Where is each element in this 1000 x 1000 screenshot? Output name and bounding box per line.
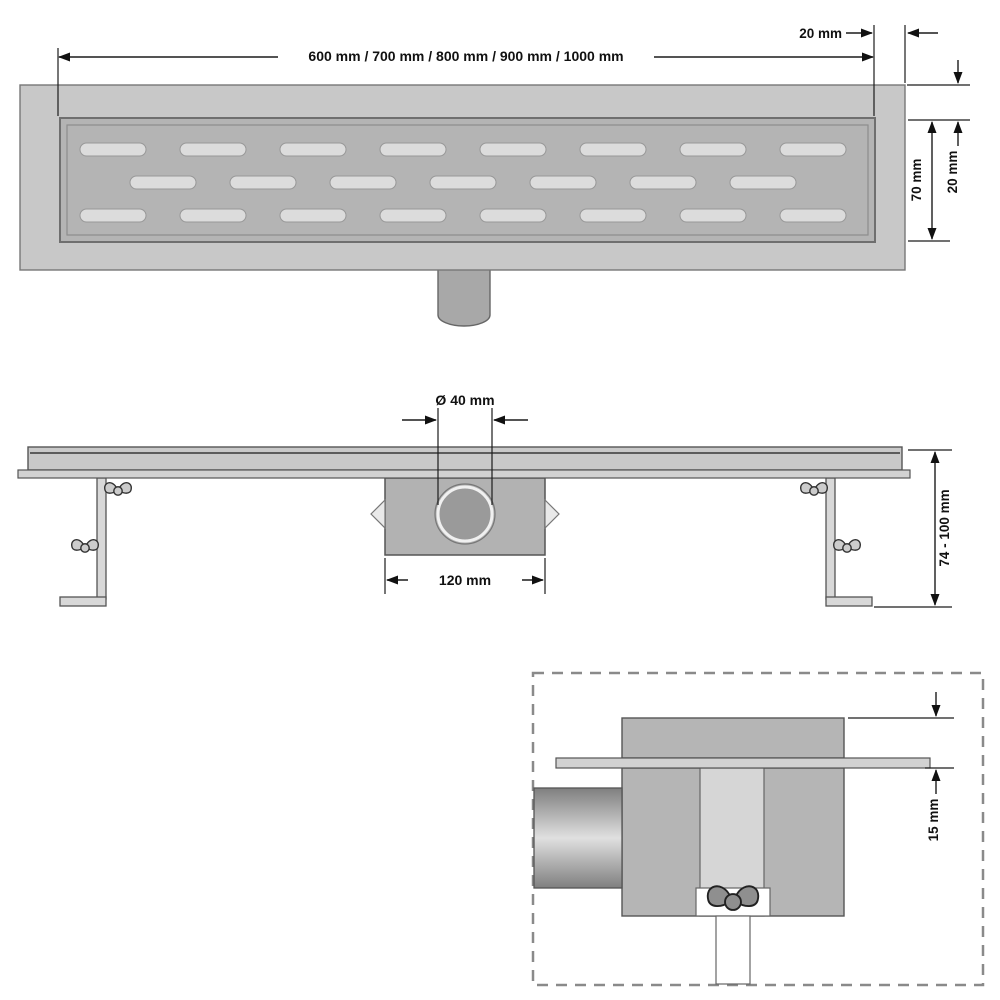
grate-slot bbox=[129, 175, 197, 190]
dim-length: 600 mm / 700 mm / 800 mm / 900 mm / 1000… bbox=[57, 25, 875, 116]
grate-height-dimension-label: 70 mm bbox=[909, 159, 924, 202]
grate-slot bbox=[579, 208, 647, 223]
grate-slot bbox=[329, 175, 397, 190]
wing-nut-icon bbox=[71, 539, 99, 553]
grate-slot bbox=[529, 175, 597, 190]
dim-grate-height: 70 mm bbox=[908, 119, 970, 242]
grate-slot bbox=[379, 142, 447, 157]
wing-nut-icon bbox=[104, 482, 132, 496]
detail-top-block bbox=[621, 717, 845, 759]
drain-grate-inset bbox=[66, 124, 869, 236]
wing-nut-icon bbox=[833, 539, 861, 553]
grate-slot bbox=[79, 142, 147, 157]
dim-flange-depth: 15 mm bbox=[848, 692, 954, 841]
grate-slot bbox=[79, 208, 147, 223]
grate-slot bbox=[279, 142, 347, 157]
dim-installation-height: 74 - 100 mm bbox=[874, 449, 952, 608]
grate-slots bbox=[79, 142, 847, 223]
dim-outlet-diameter: Ø 40 mm bbox=[402, 392, 528, 505]
detail-flange-plate bbox=[555, 757, 931, 769]
trap-width-label: 120 mm bbox=[439, 572, 491, 588]
detail-boundary bbox=[531, 671, 985, 987]
grate-slot bbox=[679, 208, 747, 223]
trap-clip-right bbox=[544, 498, 560, 530]
installation-height-label: 74 - 100 mm bbox=[937, 489, 952, 566]
grate-slot bbox=[729, 175, 797, 190]
grate-slot bbox=[629, 175, 697, 190]
grate-slot bbox=[779, 208, 847, 223]
grate-slot bbox=[379, 208, 447, 223]
foot-left bbox=[59, 477, 132, 607]
channel-profile bbox=[27, 446, 903, 471]
dim-trap-width: 120 mm bbox=[384, 558, 546, 594]
grate-slot bbox=[479, 142, 547, 157]
grate-slot bbox=[229, 175, 297, 190]
detail-view: 15 mm bbox=[531, 671, 985, 987]
trap-clip-left bbox=[370, 498, 386, 530]
grate-slot bbox=[179, 142, 247, 157]
detail-threaded-rod bbox=[715, 915, 751, 985]
flange-profile bbox=[17, 469, 911, 479]
outlet-pipe-top-view bbox=[437, 268, 491, 327]
outlet-diameter-label: Ø 40 mm bbox=[435, 392, 494, 408]
top-view: 600 mm / 700 mm / 800 mm / 900 mm / 1000… bbox=[19, 25, 970, 327]
grate-slot bbox=[279, 208, 347, 223]
outlet-circle bbox=[436, 485, 494, 543]
foot-right bbox=[800, 477, 873, 607]
grate-slot bbox=[179, 208, 247, 223]
grate-slot bbox=[479, 208, 547, 223]
edge-width-dimension-label: 20 mm bbox=[799, 26, 842, 41]
grate-slot bbox=[579, 142, 647, 157]
detail-outlet-pipe bbox=[533, 787, 623, 889]
grate-slot bbox=[429, 175, 497, 190]
dim-edge-width: 20 mm bbox=[799, 25, 938, 83]
flange-depth-label: 15 mm bbox=[926, 799, 941, 842]
rim-height-dimension-label: 20 mm bbox=[945, 151, 960, 194]
outlet-ring bbox=[434, 483, 496, 545]
grate-slot bbox=[779, 142, 847, 157]
side-view: Ø 40 mm 120 mm 74 - 100 mm bbox=[17, 392, 952, 608]
wing-nut-icon bbox=[800, 482, 828, 496]
dim-rim-height: 20 mm bbox=[907, 60, 970, 193]
grate-slot bbox=[679, 142, 747, 157]
length-dimension-label: 600 mm / 700 mm / 800 mm / 900 mm / 1000… bbox=[308, 48, 623, 64]
